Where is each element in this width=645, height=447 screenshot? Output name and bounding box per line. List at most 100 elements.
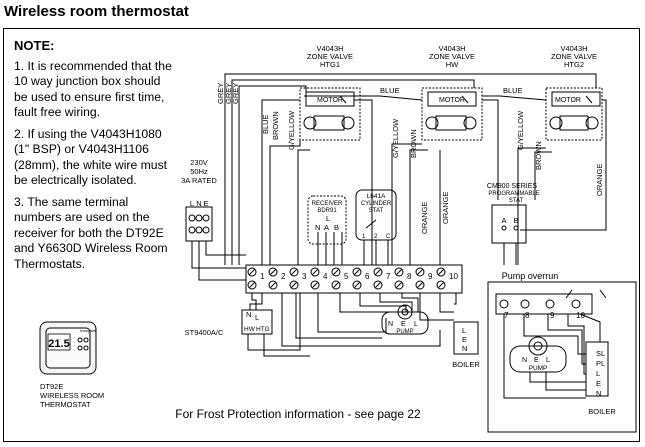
- cm900-box: [491, 204, 527, 244]
- overrun-screw: [520, 299, 530, 309]
- valve-htg1-type: ZONE VALVE: [307, 52, 353, 61]
- cylstat-term-1: 1: [362, 234, 366, 240]
- overrun-screw: [545, 299, 555, 309]
- wire-label-grey-3: GREY: [231, 83, 240, 104]
- wc-term-l: L: [255, 313, 259, 322]
- junction-term-7: 7: [386, 272, 391, 281]
- junction-screw-slot: [312, 282, 318, 288]
- junction-screw-slot: [438, 269, 444, 275]
- valve-hw-model: V4043H: [438, 44, 465, 53]
- wire-label-gyellow-1: G/YELLOW: [287, 110, 296, 150]
- motor-hw-label: MOTOR: [439, 97, 465, 104]
- wire-label-gyellow-3: G/YELLOW: [516, 110, 525, 150]
- po-pump-label: PUMP: [529, 365, 548, 372]
- junction-term-6: 6: [365, 272, 370, 281]
- wire-label-blue-3: BLUE: [261, 114, 270, 134]
- junction-term-4: 4: [323, 272, 328, 281]
- junction-screw: [310, 280, 320, 290]
- junction-screw-slot: [291, 282, 297, 288]
- overrun-screw: [571, 299, 581, 309]
- cylstat-term-2: 2: [374, 234, 378, 240]
- junction-screw: [247, 267, 257, 277]
- thermostat-label-1: WIRELESS ROOM: [40, 391, 104, 400]
- cm900-term-b: B: [513, 216, 518, 225]
- valve-htg2-body: [559, 115, 589, 131]
- wire-label-grey-2: GREY: [224, 83, 233, 104]
- note-heading: NOTE:: [14, 38, 55, 53]
- junction-term-9: 9: [428, 272, 433, 281]
- po-boiler-term-pl: PL: [596, 359, 605, 368]
- junction-screw-slot: [354, 282, 360, 288]
- junction-screw-slot: [417, 269, 423, 275]
- junction-screw-slot: [333, 269, 339, 275]
- thermostat-display: 21.5: [48, 338, 69, 350]
- junction-screw-slot: [396, 282, 402, 288]
- receiver-term-l: L: [326, 214, 330, 223]
- junction-screw: [352, 267, 362, 277]
- wire-label-orange-1: ORANGE: [441, 191, 450, 224]
- junction-screw: [289, 267, 299, 277]
- wire-label-orange-2: ORANGE: [420, 201, 429, 234]
- junction-term-5: 5: [344, 272, 349, 281]
- junction-screw-slot: [249, 269, 255, 275]
- po-term-7: 7: [504, 311, 509, 320]
- junction-screw: [415, 280, 425, 290]
- wire-label-blue-2: BLUE: [503, 86, 523, 95]
- junction-box: [245, 264, 463, 294]
- boiler-box: [453, 321, 479, 355]
- wire-label-orange-3: ORANGE: [595, 163, 604, 196]
- valve-htg1-model: V4043H: [316, 44, 343, 53]
- supply-term-e: E: [203, 199, 208, 208]
- supply-freq: 50Hz: [190, 167, 208, 176]
- overrun-pump-box: [509, 345, 567, 373]
- junction-screw: [331, 267, 341, 277]
- valve-hw-outline: [421, 87, 483, 141]
- pump-overrun-title: Pump overrun: [502, 271, 559, 281]
- motor-hw: [427, 91, 477, 107]
- po-pump-term-l: L: [546, 357, 550, 364]
- boiler-term-e: E: [462, 335, 467, 344]
- wire-label-gyellow-2: G/YELLOW: [391, 118, 400, 158]
- cm900-label-2: STAT: [509, 198, 524, 204]
- junction-screw: [247, 280, 257, 290]
- junction-term-1: 1: [260, 272, 265, 281]
- note-item-3: 3. The same terminal numbers are used on…: [14, 194, 168, 271]
- junction-term-8: 8: [407, 272, 412, 281]
- wire-label-brown-2: BROWN: [409, 129, 418, 158]
- valve-htg2-type: ZONE VALVE: [551, 52, 597, 61]
- cylstat-model: L641A: [367, 193, 386, 200]
- valve-htg2-outline: [545, 87, 603, 141]
- po-term-9: 9: [550, 311, 555, 320]
- valve-htg1-name: HTG1: [320, 60, 340, 69]
- cm900-model: CM900 SERIES: [487, 183, 538, 190]
- po-boiler-term-l: L: [596, 369, 600, 378]
- wc-term-hw: HW: [244, 326, 256, 333]
- overrun-junction-strip: [495, 293, 593, 315]
- thermostat-brand: honeywell: [80, 329, 96, 333]
- valve-htg1-outline: [299, 87, 361, 141]
- junction-screw-slot: [438, 282, 444, 288]
- boiler-term-l: L: [462, 326, 466, 335]
- cylstat-label-2: STAT: [369, 208, 384, 214]
- valve-hw-body: [435, 115, 467, 131]
- motor-htg2: [551, 91, 601, 107]
- junction-screw-slot: [375, 269, 381, 275]
- junction-screw-slot: [417, 282, 423, 288]
- receiver-box: [307, 195, 347, 245]
- junction-screw: [394, 280, 404, 290]
- junction-term-2: 2: [281, 272, 286, 281]
- junction-screw-slot: [270, 269, 276, 275]
- junction-screw: [352, 280, 362, 290]
- pump-box: [381, 311, 429, 335]
- cylstat-label-1: CYLINDER: [361, 201, 392, 207]
- po-boiler-term-e: E: [596, 379, 601, 388]
- note-item-1: 1. It is recommended that the 10 way jun…: [14, 58, 172, 120]
- junction-term-10: 10: [449, 272, 458, 281]
- junction-screw-slot: [249, 282, 255, 288]
- po-term-10: 10: [576, 311, 585, 320]
- po-term-8: 8: [525, 311, 530, 320]
- receiver-term-n: N: [315, 223, 320, 232]
- junction-screw: [310, 267, 320, 277]
- junction-screw-slot: [312, 269, 318, 275]
